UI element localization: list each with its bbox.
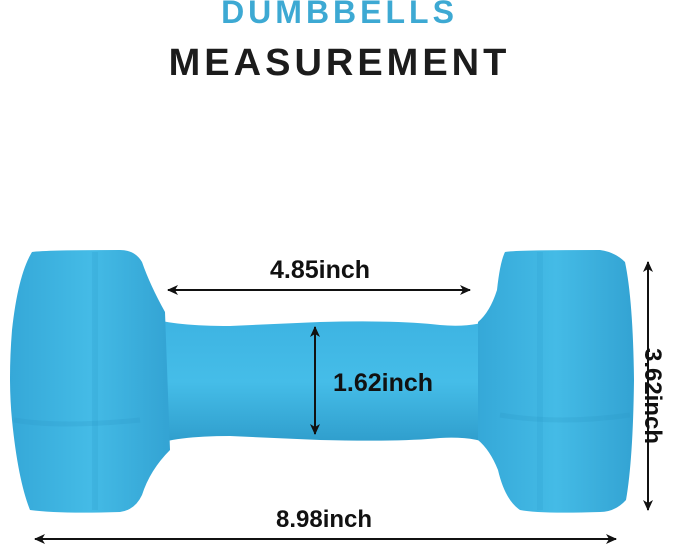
title-dumbbells: DUMBBELLS: [221, 0, 458, 30]
dumbbell-handle: [150, 318, 495, 446]
dumbbell-head-right: [478, 250, 634, 513]
title-measurement: MEASUREMENT: [168, 42, 511, 84]
head-height-label: 3.62inch: [639, 347, 666, 445]
handle-diameter-label: 1.62inch: [333, 369, 434, 397]
handle-length-label: 4.85inch: [270, 256, 371, 284]
total-length-label: 8.98inch: [276, 506, 373, 533]
dumbbell-head-left: [10, 250, 170, 513]
